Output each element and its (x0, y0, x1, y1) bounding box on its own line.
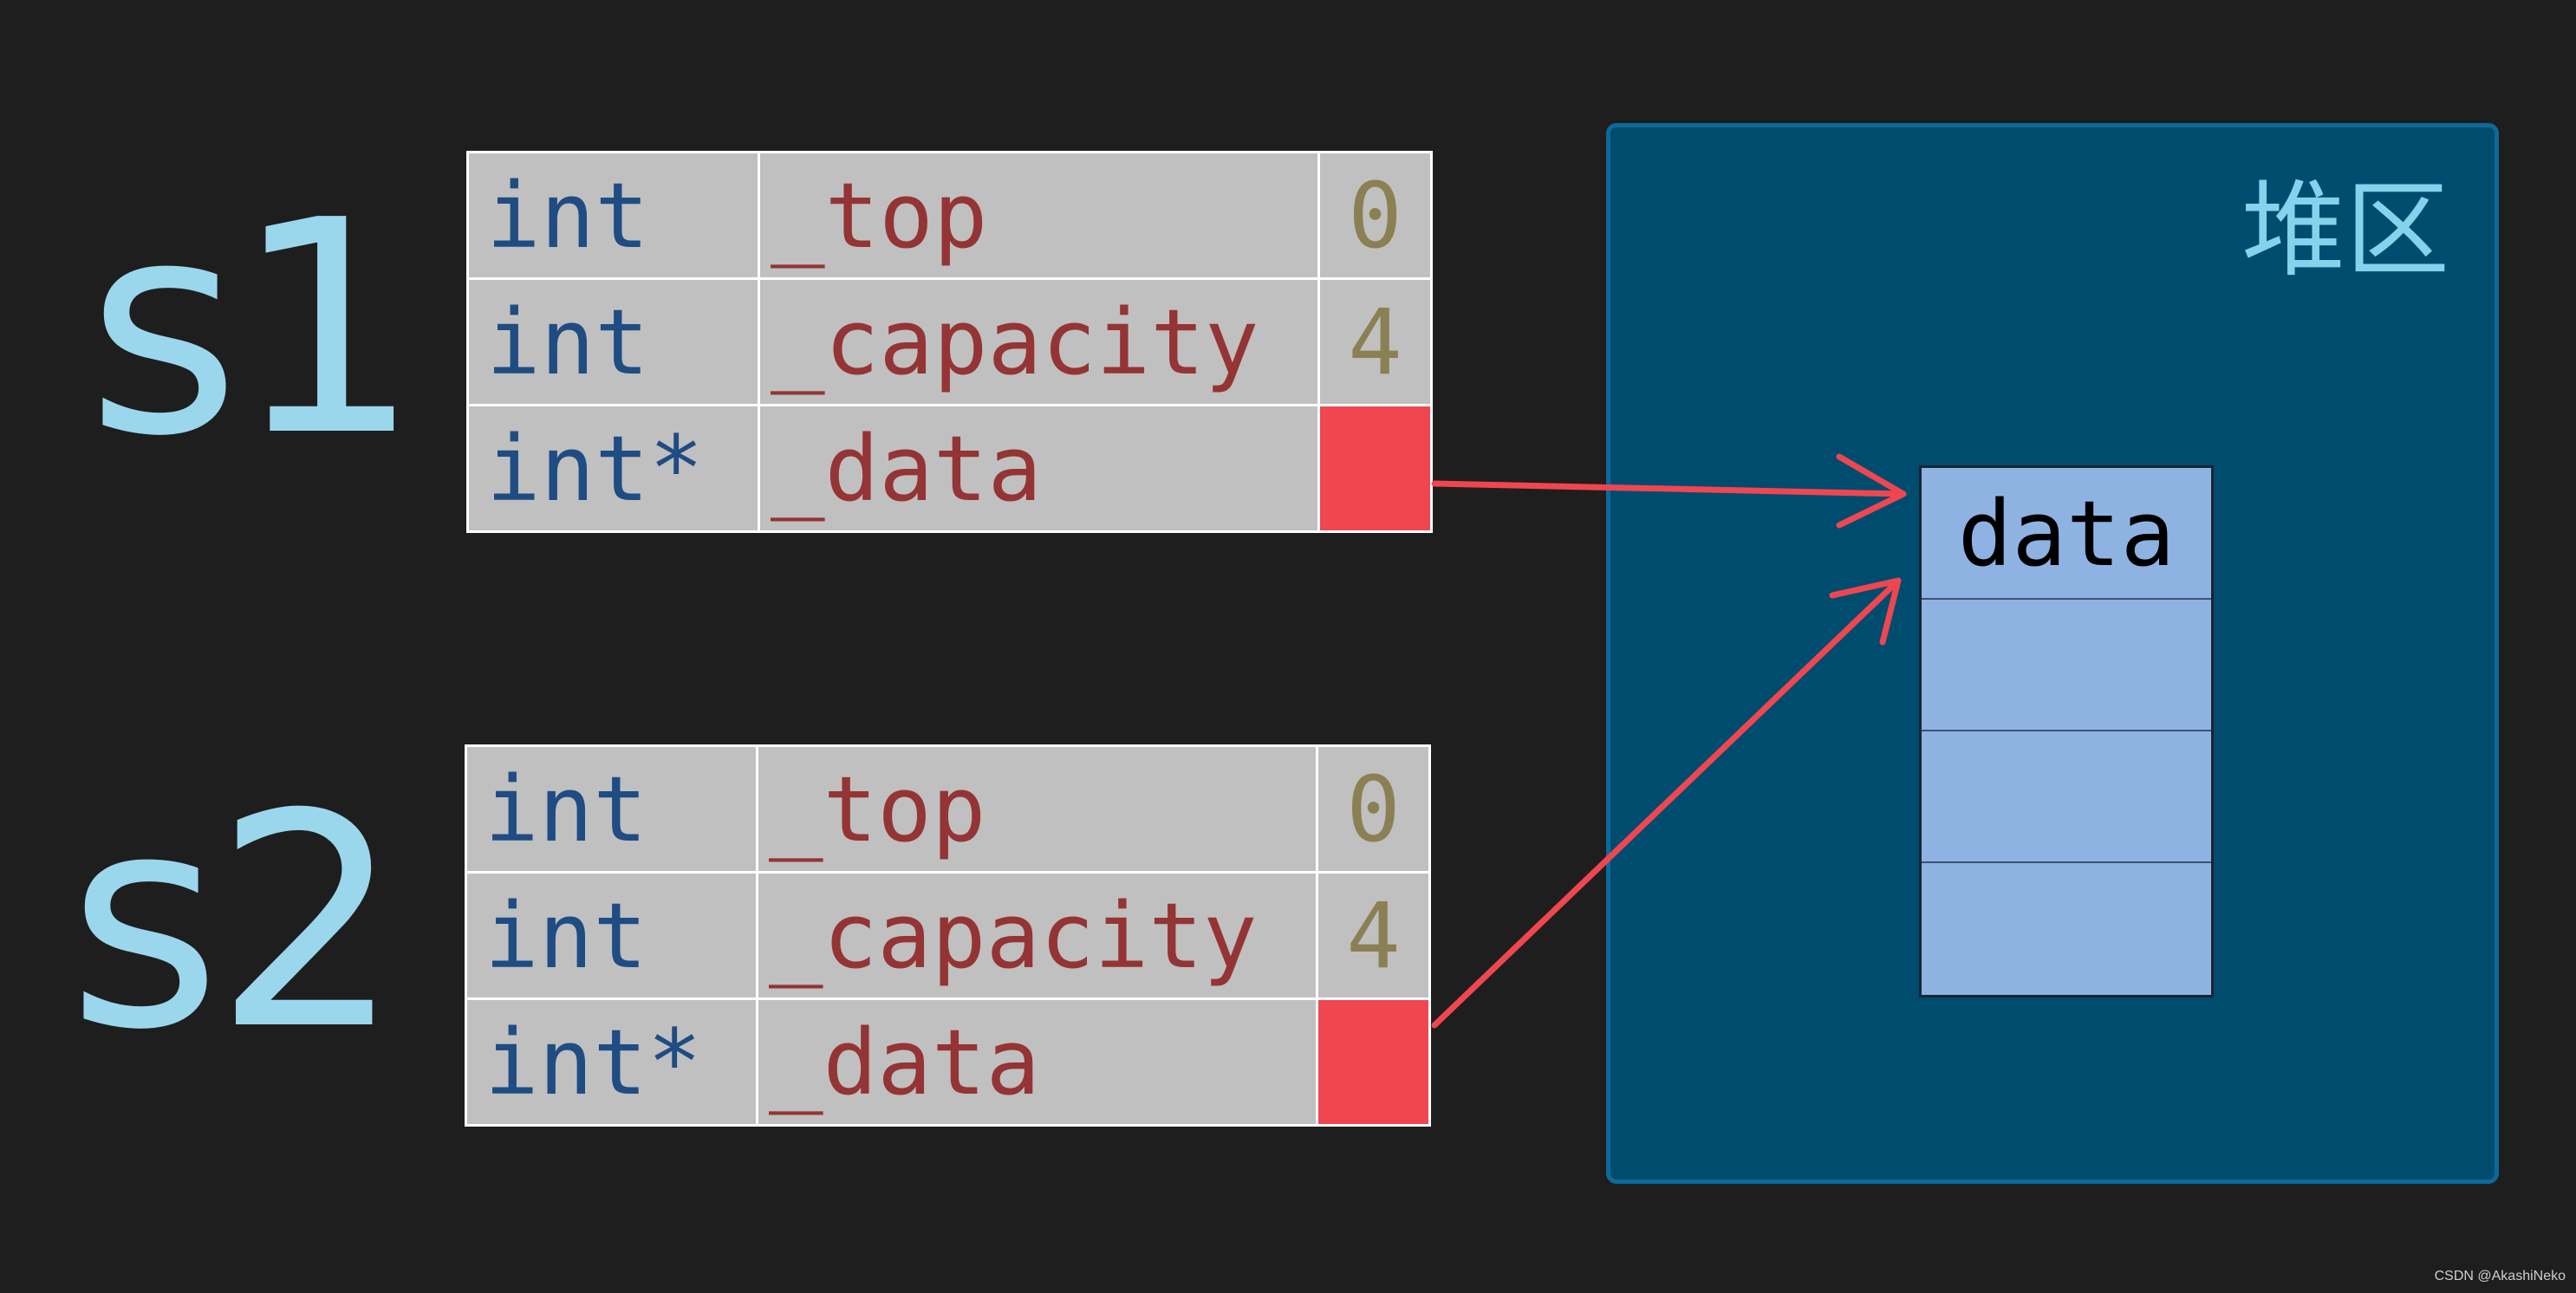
field-name: _top (756, 744, 1318, 874)
field-name: _top (758, 151, 1320, 280)
field-value: 4 (1316, 871, 1431, 1000)
field-name: _data (756, 997, 1318, 1127)
field-type: int (465, 871, 758, 1000)
struct-row: int _top 0 (465, 744, 1431, 874)
s2-label: s2 (68, 751, 401, 1095)
field-value: 4 (1317, 277, 1433, 406)
pointer-cell (1317, 404, 1433, 533)
struct-row: int _capacity 4 (465, 871, 1431, 1000)
field-type: int (465, 744, 758, 874)
struct-row: int* _data (465, 997, 1431, 1127)
heap-array: data (1919, 465, 2214, 997)
field-value: 0 (1316, 744, 1431, 874)
struct-row: int _top 0 (466, 151, 1433, 280)
heap-array-cell (1922, 600, 2211, 731)
heap-array-cell: data (1922, 468, 2211, 600)
field-name: _data (758, 404, 1320, 533)
struct-row: int* _data (466, 404, 1433, 533)
struct-s1: int _top 0 int _capacity 4 int* _data (466, 151, 1433, 533)
heap-label: 堆区 (2241, 171, 2449, 291)
field-type: int (466, 277, 760, 406)
struct-s2: int _top 0 int _capacity 4 int* _data (465, 744, 1431, 1127)
field-type: int* (466, 404, 760, 533)
struct-row: int _capacity 4 (466, 277, 1433, 406)
field-type: int* (465, 997, 758, 1127)
field-name: _capacity (758, 277, 1320, 406)
s1-label: s1 (87, 158, 420, 501)
field-name: _capacity (756, 871, 1318, 1000)
heap-array-cell (1922, 731, 2211, 863)
pointer-cell (1316, 997, 1431, 1127)
watermark: CSDN @AkashiNeko (2434, 1269, 2566, 1283)
field-value: 0 (1317, 151, 1433, 280)
field-type: int (466, 151, 760, 280)
heap-array-cell (1922, 863, 2211, 995)
